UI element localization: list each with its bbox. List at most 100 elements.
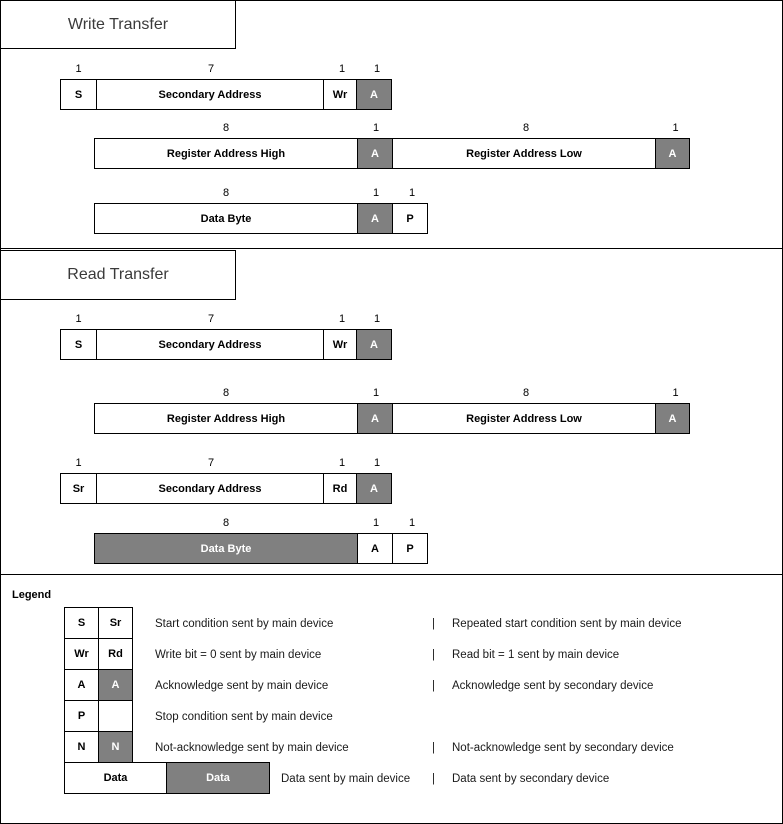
packet-cell-a: A <box>655 403 690 434</box>
legend-acknowledge-main-symbol: A <box>64 669 99 701</box>
legend-rw-bit-separator: | <box>432 649 435 661</box>
read-row-2-bitcount-3: 8 <box>522 387 530 399</box>
packet-cell-secondary-address: Secondary Address <box>96 79 324 110</box>
legend-stop-main-symbol: P <box>64 700 99 732</box>
packet-cell-a: A <box>357 403 393 434</box>
legend-data-main-symbol: Data <box>64 762 167 794</box>
legend-not-acknowledge-main-description: Not-acknowledge sent by main device <box>155 742 349 754</box>
write-row-1-bitcount-3: 1 <box>338 63 346 75</box>
packet-cell-register-address-low: Register Address Low <box>392 403 656 434</box>
packet-cell-s: S <box>60 79 97 110</box>
legend-not-acknowledge-secondary-symbol: N <box>98 731 133 763</box>
legend-not-acknowledge-secondary-description: Not-acknowledge sent by secondary device <box>452 742 674 754</box>
legend-rw-bit-main-symbol: Wr <box>64 638 99 670</box>
section-title-write-transfer: Write Transfer <box>0 0 236 49</box>
legend-start-main-symbol: S <box>64 607 99 639</box>
packet-cell-a: A <box>357 138 393 169</box>
read-row-4-bitcount-2: 1 <box>372 517 380 529</box>
legend-rw-bit-secondary-description: Read bit = 1 sent by main device <box>452 649 620 661</box>
packet-cell-register-address-low: Register Address Low <box>392 138 656 169</box>
packet-cell-register-address-high: Register Address High <box>94 403 358 434</box>
write-row-3-bitcount-3: 1 <box>408 187 416 199</box>
legend-acknowledge-secondary-symbol: A <box>98 669 133 701</box>
packet-cell-a: A <box>356 79 392 110</box>
packet-cell-data-byte: Data Byte <box>94 203 358 234</box>
legend-not-acknowledge-main-symbol: N <box>64 731 99 763</box>
legend-data-separator: | <box>432 773 435 785</box>
read-row-2-bitcount-1: 8 <box>222 387 230 399</box>
read-row-3-bitcount-1: 1 <box>75 457 82 469</box>
legend-start-secondary-symbol: Sr <box>98 607 133 639</box>
write-row-1-bitcount-2: 7 <box>207 63 215 75</box>
legend-not-acknowledge-separator: | <box>432 742 435 754</box>
read-row-3-bitcount-3: 1 <box>338 457 346 469</box>
packet-cell-register-address-high: Register Address High <box>94 138 358 169</box>
read-row-4-bitcount-3: 1 <box>408 517 416 529</box>
legend-start-main-description: Start condition sent by main device <box>155 618 334 630</box>
packet-cell-data-byte: Data Byte <box>94 533 358 564</box>
legend-acknowledge-main-description: Acknowledge sent by main device <box>155 680 329 692</box>
legend-stop-secondary-symbol <box>98 700 133 732</box>
section-title-read-transfer: Read Transfer <box>0 250 236 300</box>
read-row-3-bitcount-2: 7 <box>207 457 215 469</box>
packet-cell-a: A <box>357 203 393 234</box>
legend-data-main-description: Data sent by main device <box>281 773 411 785</box>
legend-start-separator: | <box>432 618 435 630</box>
read-row-3-bitcount-4: 1 <box>373 457 381 469</box>
write-row-2-bitlabels: 8 1 8 1 <box>94 120 693 136</box>
legend-stop-main-description: Stop condition sent by main device <box>155 711 333 723</box>
packet-cell-s: S <box>60 329 97 360</box>
legend-acknowledge-secondary-description: Acknowledge sent by secondary device <box>452 680 654 692</box>
packet-cell-rd: Rd <box>323 473 357 504</box>
packet-cell-sr: Sr <box>60 473 97 504</box>
legend-acknowledge-separator: | <box>432 680 435 692</box>
packet-cell-wr: Wr <box>323 79 357 110</box>
read-row-4-bitcount-1: 8 <box>222 517 230 529</box>
packet-cell-p: P <box>392 203 428 234</box>
write-row-3-bitcount-1: 8 <box>222 187 230 199</box>
legend-data-secondary-description: Data sent by secondary device <box>452 773 610 785</box>
write-row-1-bitcount-4: 1 <box>373 63 381 75</box>
legend-rw-bit-main-description: Write bit = 0 sent by main device <box>155 649 322 661</box>
packet-cell-secondary-address: Secondary Address <box>96 473 324 504</box>
write-row-2-bitcount-2: 1 <box>372 122 380 134</box>
legend-data-secondary-symbol: Data <box>166 762 270 794</box>
write-row-2-bitcount-4: 1 <box>672 122 679 134</box>
write-row-2-bitcount-1: 8 <box>222 122 230 134</box>
write-row-2-bitcount-3: 8 <box>522 122 530 134</box>
read-row-1-bitcount-4: 1 <box>373 313 381 325</box>
write-row-1-bitcount-1: 1 <box>75 63 82 75</box>
read-row-2-bitcount-2: 1 <box>372 387 380 399</box>
read-row-1-bitcount-1: 1 <box>75 313 82 325</box>
legend-title: Legend <box>12 589 52 601</box>
packet-cell-a: A <box>655 138 690 169</box>
read-row-4-bitlabels: 8 1 1 <box>94 515 430 531</box>
legend-stop-symbols: P <box>64 700 270 732</box>
packet-cell-wr: Wr <box>323 329 357 360</box>
packet-cell-a: A <box>356 329 392 360</box>
read-row-1-bitcount-3: 1 <box>338 313 346 325</box>
legend-rw-bit-secondary-symbol: Rd <box>98 638 133 670</box>
legend-start-secondary-description: Repeated start condition sent by main de… <box>452 618 682 630</box>
packet-cell-a: A <box>357 533 393 564</box>
packet-cell-a: A <box>356 473 392 504</box>
packet-cell-secondary-address: Secondary Address <box>96 329 324 360</box>
